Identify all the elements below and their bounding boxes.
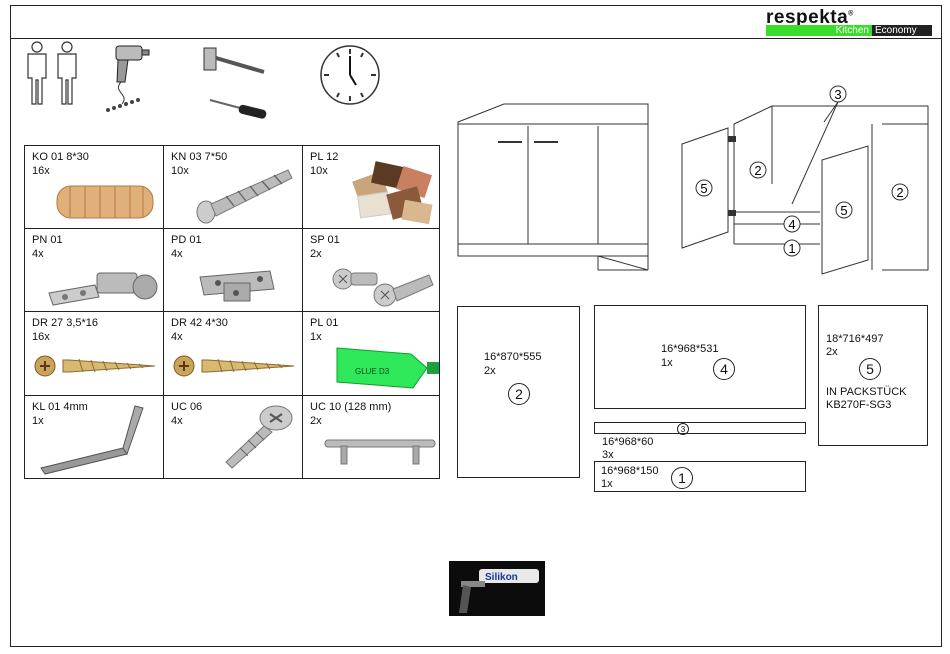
- part-cell: PN 01 4x: [25, 229, 164, 312]
- board-plinth-panel: 16*968*150 1x 1: [594, 461, 806, 492]
- page-frame: [10, 5, 942, 647]
- board-door-number: 5: [859, 358, 881, 380]
- part-code: DR 42 4*30: [171, 317, 228, 329]
- board-door-note2: KB270F-SG3: [826, 399, 892, 411]
- part-qty: 2x: [310, 415, 322, 427]
- board-rail-dims: 16*968*60: [602, 436, 654, 448]
- washer-screw-icon: [225, 405, 293, 469]
- silicone-label: Silikon: [485, 572, 518, 583]
- label-side-right: 2: [896, 185, 903, 200]
- clock-icon: [320, 45, 380, 105]
- hinge-plate-icon: [199, 270, 275, 302]
- part-code: SP 01: [310, 234, 340, 246]
- board-side-dims: 16*870*555: [484, 351, 542, 363]
- color-caps-icon: [352, 161, 433, 225]
- wood-screw-long-icon: [173, 355, 295, 377]
- part-qty: 4x: [171, 415, 183, 427]
- part-code: PN 01: [32, 234, 63, 246]
- part-cell: UC 06 4x: [164, 396, 303, 478]
- two-people-icon: [27, 41, 77, 105]
- board-shelf-qty: 1x: [661, 357, 673, 369]
- glue-tube-label: GLUE D3: [355, 367, 390, 376]
- board-plinth-qty: 1x: [601, 478, 613, 490]
- part-code: PL 01: [310, 317, 339, 329]
- part-qty: 16x: [32, 165, 50, 177]
- part-qty: 4x: [32, 248, 44, 260]
- board-shelf-dims: 16*968*531: [661, 343, 719, 355]
- part-code: KL 01 4mm: [32, 401, 88, 413]
- brand-logo: respekta®: [766, 7, 854, 28]
- part-cell: PL 01 1x GLUE D3: [303, 312, 439, 396]
- drill-icon: [106, 45, 150, 112]
- label-bottom: 1: [788, 241, 795, 256]
- part-code: KN 03 7*50: [171, 151, 228, 163]
- part-qty: 1x: [310, 331, 322, 343]
- part-code: UC 10 (128 mm): [310, 401, 392, 413]
- part-cell: UC 10 (128 mm) 2x: [303, 396, 439, 478]
- board-door-panel: 18*716*497 2x 5 IN PACKSTÜCK KB270F-SG3: [818, 305, 928, 446]
- board-side-qty: 2x: [484, 365, 496, 377]
- part-code: UC 06: [171, 401, 203, 413]
- hardware-parts-table: KO 01 8*30 16x KN 03 7*50 10x PL 12 10x: [24, 145, 440, 479]
- wood-screw-short-icon: [34, 355, 156, 377]
- part-qty: 10x: [310, 165, 328, 177]
- board-side-number: 2: [508, 383, 530, 405]
- part-code: PL 12: [310, 151, 339, 163]
- silicone-gun-photo: Silikon: [449, 561, 545, 616]
- screwdriver-icon: [209, 99, 267, 119]
- part-cell: KN 03 7*50 10x: [164, 146, 303, 229]
- part-cell: KO 01 8*30 16x: [25, 146, 164, 229]
- header-divider: [10, 38, 942, 39]
- label-door-right: 5: [840, 203, 847, 218]
- board-plinth-dims: 16*968*150: [601, 465, 659, 477]
- part-qty: 2x: [310, 248, 322, 260]
- cabinet-assembly-diagram: 3 2 2 5 5 4 1: [457, 85, 929, 275]
- brand-tag-kitchen: Kitchen: [766, 25, 872, 36]
- board-door-note1: IN PACKSTÜCK: [826, 386, 907, 398]
- allen-key-icon: [40, 405, 144, 475]
- connector-screws-icon: [332, 268, 434, 307]
- part-qty: 16x: [32, 331, 50, 343]
- board-door-qty: 2x: [826, 346, 838, 358]
- part-qty: 1x: [32, 415, 44, 427]
- label-door-left: 5: [700, 181, 707, 196]
- part-cell: PD 01 4x: [164, 229, 303, 312]
- label-shelf: 4: [788, 217, 795, 232]
- part-cell: SP 01 2x: [303, 229, 439, 312]
- part-code: PD 01: [171, 234, 202, 246]
- part-qty: 10x: [171, 165, 189, 177]
- board-rail-qty: 3x: [602, 449, 614, 461]
- part-qty: 4x: [171, 248, 183, 260]
- hinge-icon: [48, 272, 158, 306]
- screw-anchor-icon: [196, 169, 293, 224]
- part-qty: 4x: [171, 331, 183, 343]
- board-plinth-number: 1: [671, 467, 693, 489]
- part-cell: KL 01 4mm 1x: [25, 396, 164, 478]
- brand-tag-economy: Economy: [872, 25, 932, 36]
- label-side-left: 2: [754, 163, 761, 178]
- board-shelf-number: 4: [713, 358, 735, 380]
- board-door-dims: 18*716*497: [826, 333, 884, 345]
- board-rail-number: 3: [677, 423, 689, 435]
- glue-tube-icon: GLUE D3: [336, 347, 439, 389]
- part-cell: DR 27 3,5*16 16x: [25, 312, 164, 396]
- hammer-icon: [203, 47, 267, 119]
- board-shelf-panel: 16*968*531 1x 4: [594, 305, 806, 409]
- part-cell: PL 12 10x: [303, 146, 439, 229]
- part-cell: DR 42 4*30 4x: [164, 312, 303, 396]
- board-rail-panel: 3: [594, 422, 806, 435]
- part-code: DR 27 3,5*16: [32, 317, 99, 329]
- wooden-dowel-icon: [56, 185, 154, 219]
- label-rails: 3: [834, 87, 841, 102]
- handle-icon: [324, 439, 436, 465]
- board-side-panel: 16*870*555 2x 2: [457, 306, 580, 478]
- part-code: KO 01 8*30: [32, 151, 89, 163]
